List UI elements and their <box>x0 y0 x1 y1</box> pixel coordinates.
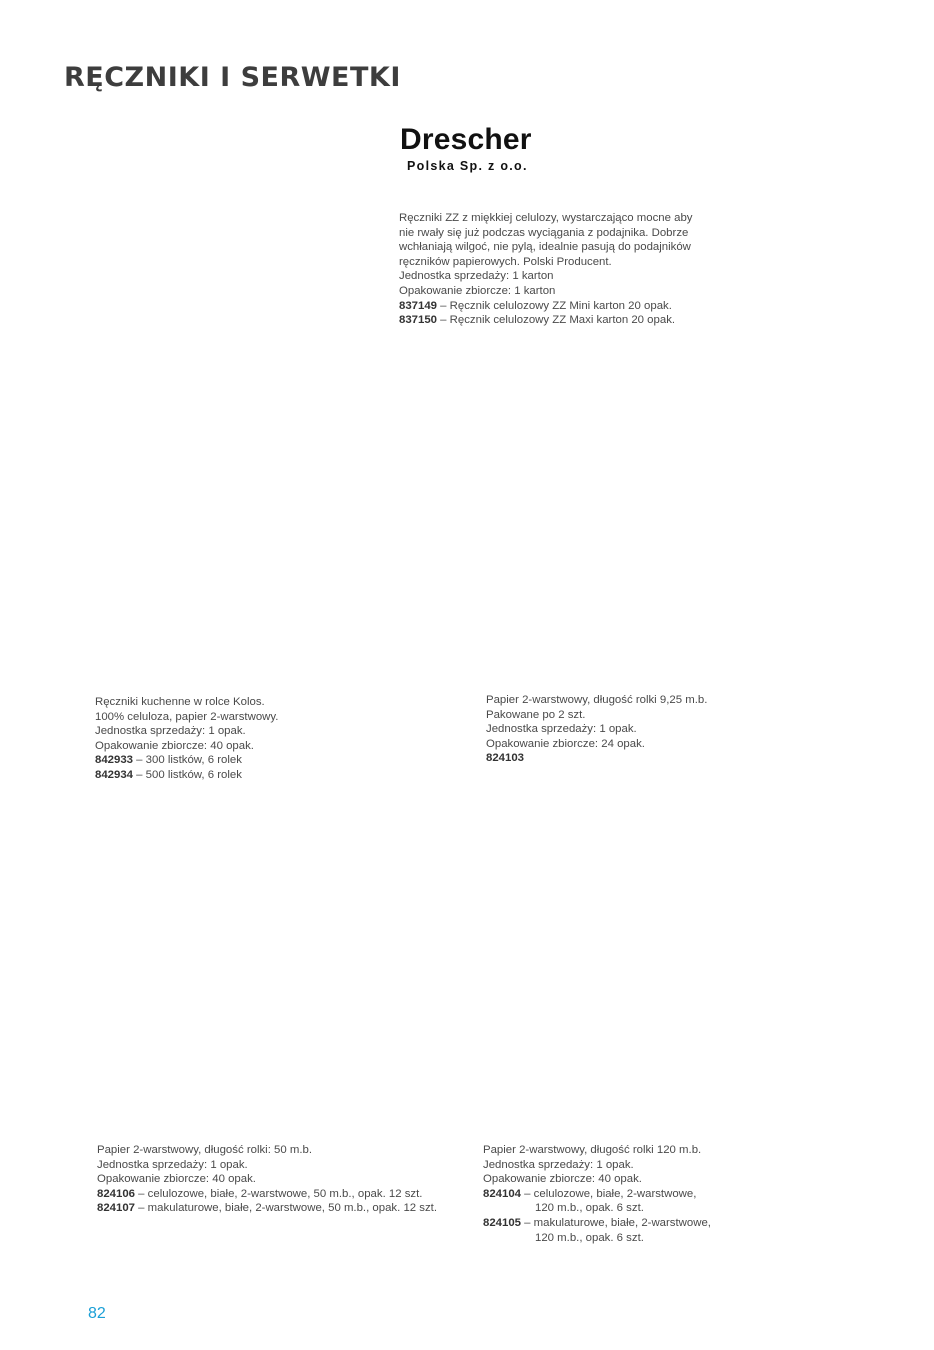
product-desc-continued: 120 m.b., opak. 6 szt. <box>535 1202 644 1215</box>
bulk-package: Opakowanie zbiorcze: 40 opak. <box>483 1173 642 1186</box>
description-line: Papier 2-warstwowy, długość rolki 9,25 m… <box>486 694 708 706</box>
description-line: ręczników papierowych. Polski Producent. <box>399 255 612 268</box>
product-code: 842933 <box>95 754 134 767</box>
sales-unit: Jednostka sprzedaży: 1 opak. <box>486 723 637 736</box>
sales-unit: Jednostka sprzedaży: 1 karton <box>399 270 554 283</box>
product-code: 824103 <box>486 752 525 765</box>
product-desc: – celulozowe, białe, 2-warstwowe, <box>521 1187 697 1200</box>
brand-subtitle: Polska Sp. z o.o. <box>407 159 528 173</box>
product-desc: – 300 listków, 6 rolek <box>133 754 242 767</box>
product-item: 837149 – Ręcznik celulozowy ZZ Mini kart… <box>399 299 693 314</box>
product-code: 824104 <box>483 1187 522 1200</box>
description-line: Ręczniki ZZ z miękkiej celulozy, wystarc… <box>399 212 693 224</box>
product-desc-continued: 120 m.b., opak. 6 szt. <box>535 1231 644 1244</box>
product-block-roll-50: Papier 2-warstwowy, długość rolki: 50 m.… <box>97 1143 437 1216</box>
bulk-package: Opakowanie zbiorcze: 1 karton <box>399 284 556 297</box>
page-title: RĘCZNIKI I SERWETKI <box>64 62 401 93</box>
product-desc: – Ręcznik celulozowy ZZ Maxi karton 20 o… <box>437 314 676 327</box>
description-line: Pakowane po 2 szt. <box>486 708 586 721</box>
product-item: 824104 – celulozowe, białe, 2-warstwowe, <box>483 1187 711 1202</box>
description-line: Papier 2-warstwowy, długość rolki: 50 m.… <box>97 1144 313 1156</box>
bulk-package: Opakowanie zbiorcze: 24 opak. <box>486 737 645 750</box>
product-item: 842934 – 500 listków, 6 rolek <box>95 768 278 783</box>
product-desc: – celulozowe, białe, 2-warstwowe, 50 m.b… <box>135 1187 423 1200</box>
product-block-kitchen-towels: Ręczniki kuchenne w rolce Kolos. 100% ce… <box>95 695 278 783</box>
product-code: 824105 <box>483 1216 522 1229</box>
product-item: 824105 – makulaturowe, białe, 2-warstwow… <box>483 1216 711 1231</box>
product-code: 837149 <box>399 299 438 312</box>
product-item: 842933 – 300 listków, 6 rolek <box>95 753 278 768</box>
product-code: 842934 <box>95 768 134 781</box>
sales-unit: Jednostka sprzedaży: 1 opak. <box>95 725 246 738</box>
product-block-roll-925: Papier 2-warstwowy, długość rolki 9,25 m… <box>486 693 707 766</box>
brand-logo: Drescher Polska Sp. z o.o. <box>400 123 532 174</box>
description-line: 100% celuloza, papier 2-warstwowy. <box>95 710 279 723</box>
product-desc: – Ręcznik celulozowy ZZ Mini karton 20 o… <box>437 299 672 312</box>
product-code: 824106 <box>97 1187 136 1200</box>
product-item: 824103 <box>486 751 707 766</box>
sales-unit: Jednostka sprzedaży: 1 opak. <box>483 1158 634 1171</box>
product-code: 824107 <box>97 1202 136 1215</box>
description-line: nie rwały się już podczas wyciągania z p… <box>399 226 689 239</box>
bulk-package: Opakowanie zbiorcze: 40 opak. <box>97 1173 256 1186</box>
description-line: wchłaniają wilgoć, nie pylą, idealnie pa… <box>399 241 691 254</box>
product-item: 824106 – celulozowe, białe, 2-warstwowe,… <box>97 1187 437 1202</box>
product-item: 824107 – makulaturowe, białe, 2-warstwow… <box>97 1201 437 1216</box>
description-line: Ręczniki kuchenne w rolce Kolos. <box>95 696 265 708</box>
page-number: 82 <box>88 1305 106 1322</box>
product-block-zz-towels: Ręczniki ZZ z miękkiej celulozy, wystarc… <box>399 211 693 328</box>
bulk-package: Opakowanie zbiorcze: 40 opak. <box>95 739 254 752</box>
product-code: 837150 <box>399 314 438 327</box>
sales-unit: Jednostka sprzedaży: 1 opak. <box>97 1158 248 1171</box>
product-desc: – makulaturowe, białe, 2-warstwowe, <box>521 1216 711 1229</box>
product-block-roll-120: Papier 2-warstwowy, długość rolki 120 m.… <box>483 1143 711 1245</box>
product-desc: – 500 listków, 6 rolek <box>133 768 242 781</box>
product-desc: – makulaturowe, białe, 2-warstwowe, 50 m… <box>135 1202 438 1215</box>
brand-name: Drescher <box>400 123 532 156</box>
product-item: 837150 – Ręcznik celulozowy ZZ Maxi kart… <box>399 313 693 328</box>
description-line: Papier 2-warstwowy, długość rolki 120 m.… <box>483 1144 702 1156</box>
